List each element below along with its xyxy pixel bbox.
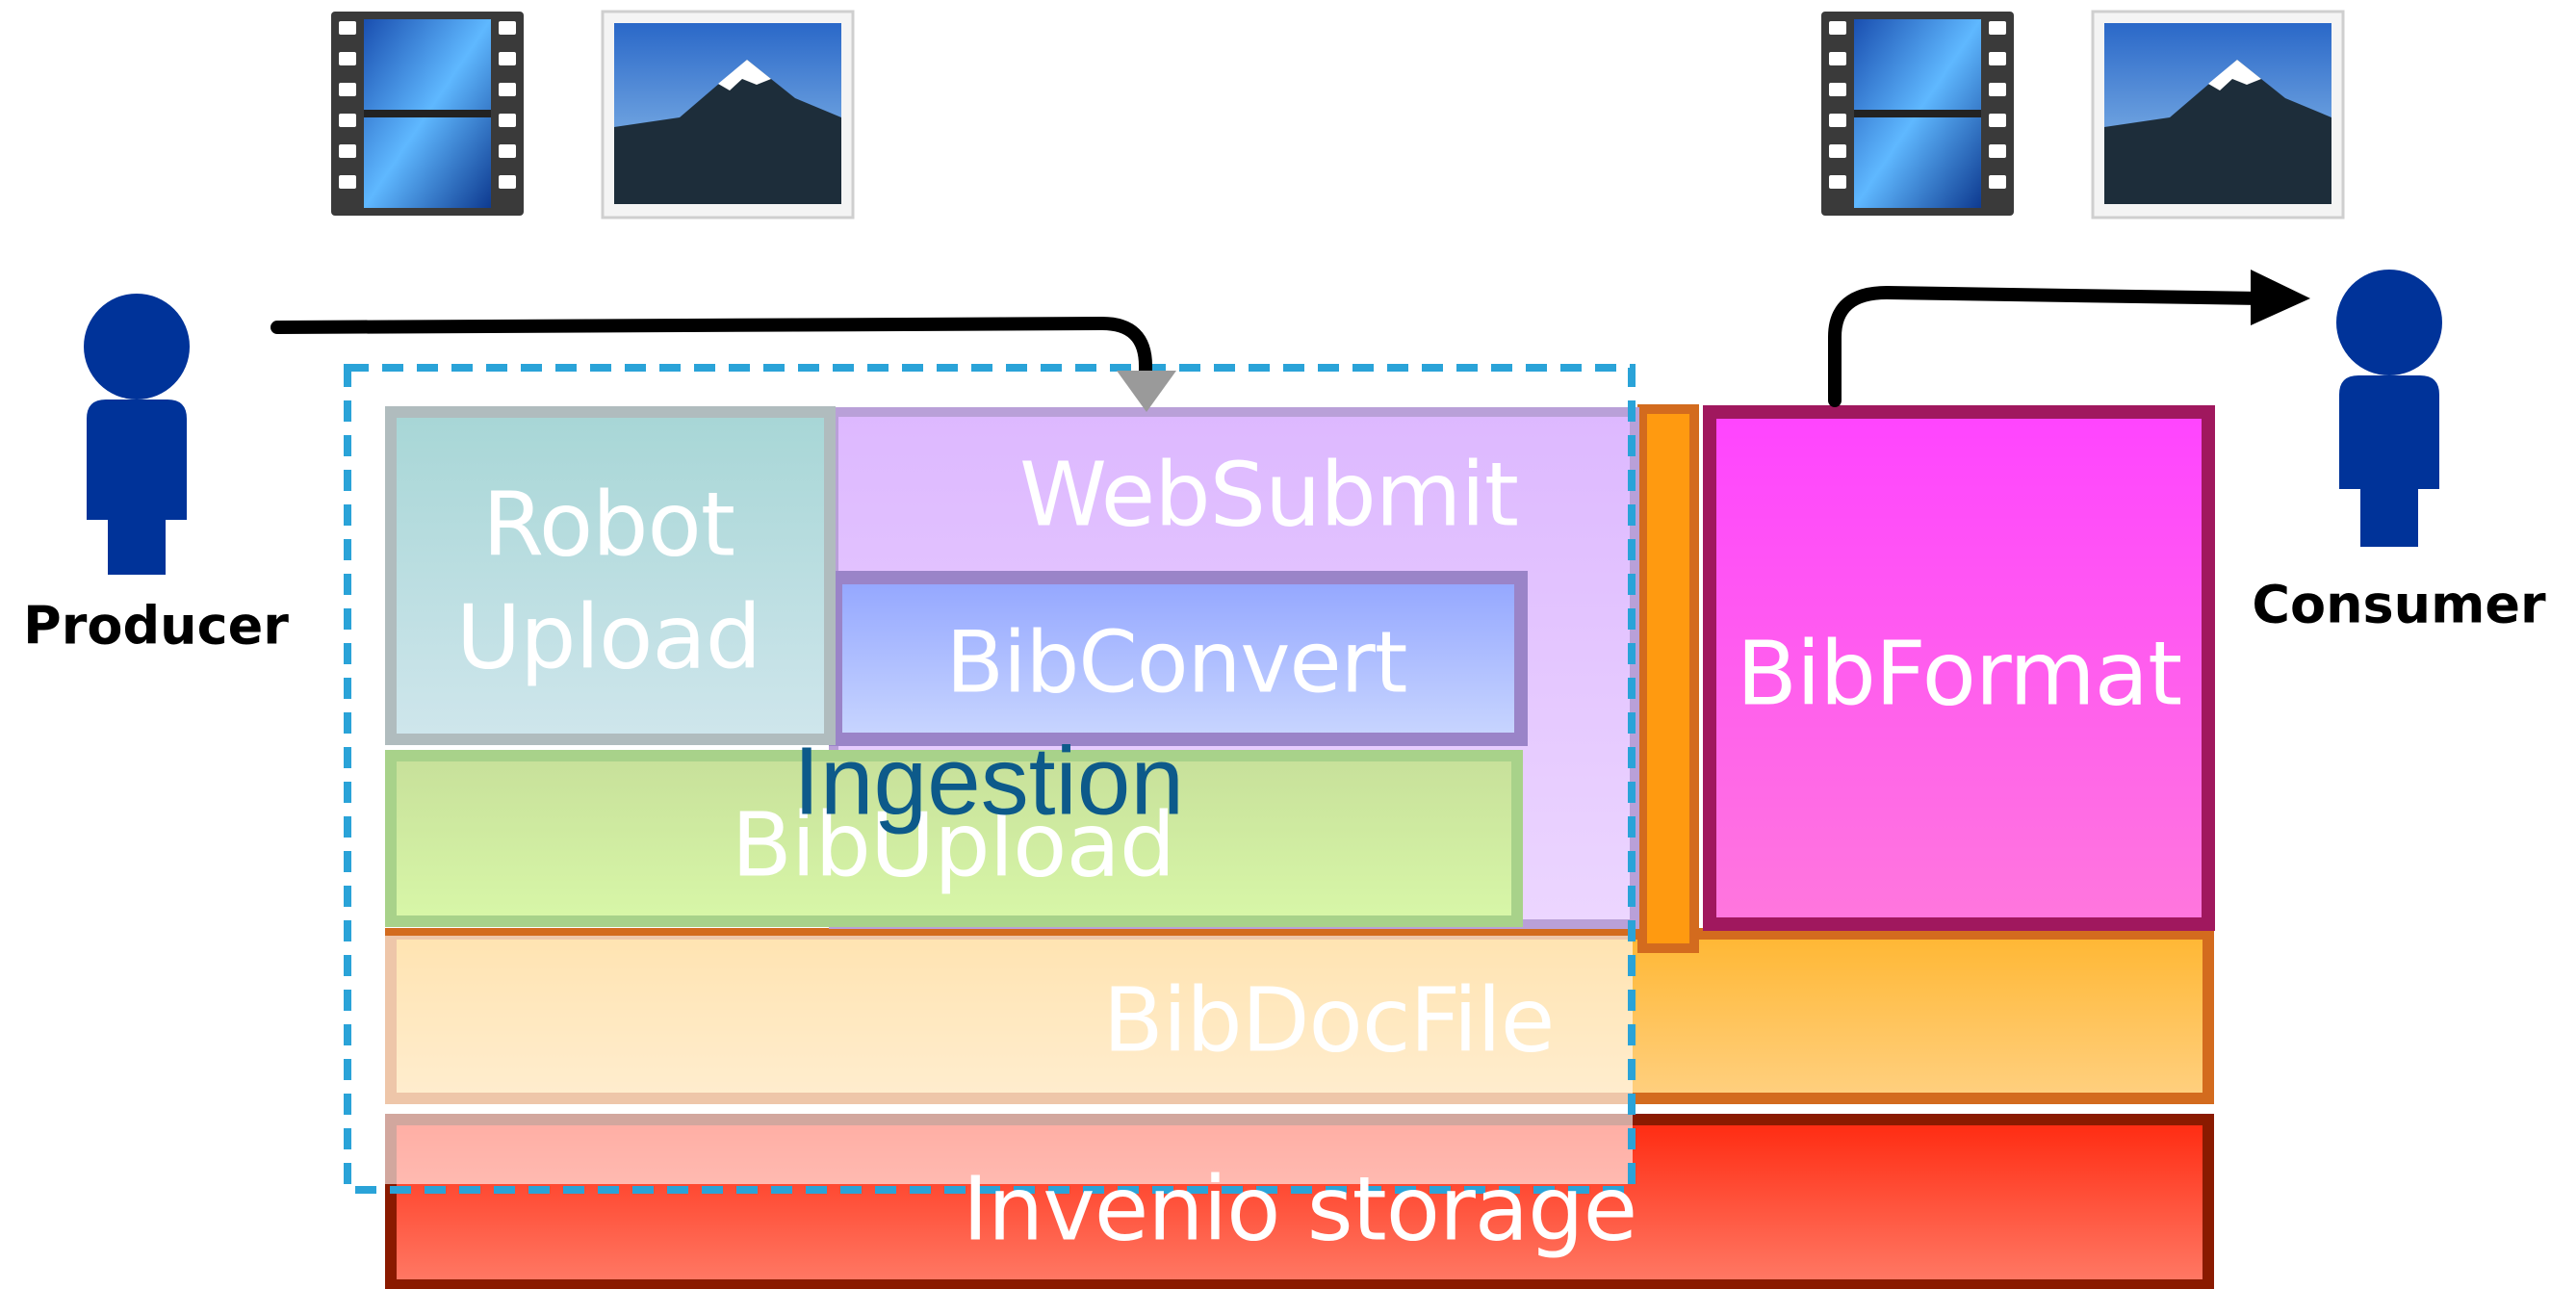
robot-upload-label-line1: Robot (482, 473, 735, 577)
robot-upload-block (385, 406, 836, 745)
photo-icon (2091, 10, 2345, 219)
person-icon (84, 294, 190, 575)
film-strip-icon (1821, 12, 2014, 216)
bibformat-block (1703, 405, 2215, 931)
bibupload-block (385, 750, 1523, 927)
film-strip-icon (331, 12, 524, 216)
consumer-arrow (1828, 285, 2267, 407)
bibupload-label: BibUpload (731, 793, 1175, 897)
producer-arrow (270, 316, 1152, 382)
storage-label: Invenio storage (962, 1157, 1637, 1261)
ingestion-wash (385, 936, 1633, 1184)
consumer-caption: Consumer (2252, 574, 2546, 635)
person-icon (2336, 270, 2442, 547)
bibformat-label: BibFormat (1736, 622, 2182, 726)
ingestion-label: Ingestion (793, 727, 1184, 836)
bibconvert-label: BibConvert (945, 612, 1408, 712)
robot-upload-label-line2: Upload (455, 585, 761, 689)
photo-icon (601, 10, 855, 219)
producer-arrow-head (1117, 371, 1176, 412)
producer-caption: Producer (23, 595, 289, 657)
ingestion-frame (344, 364, 1636, 1194)
bibdocfile-connector (1637, 404, 1699, 953)
bibdocfile-label: BibDocFile (1102, 968, 1556, 1072)
websubmit-label: WebSubmit (1019, 443, 1519, 547)
consumer-arrow-head (2251, 270, 2310, 325)
